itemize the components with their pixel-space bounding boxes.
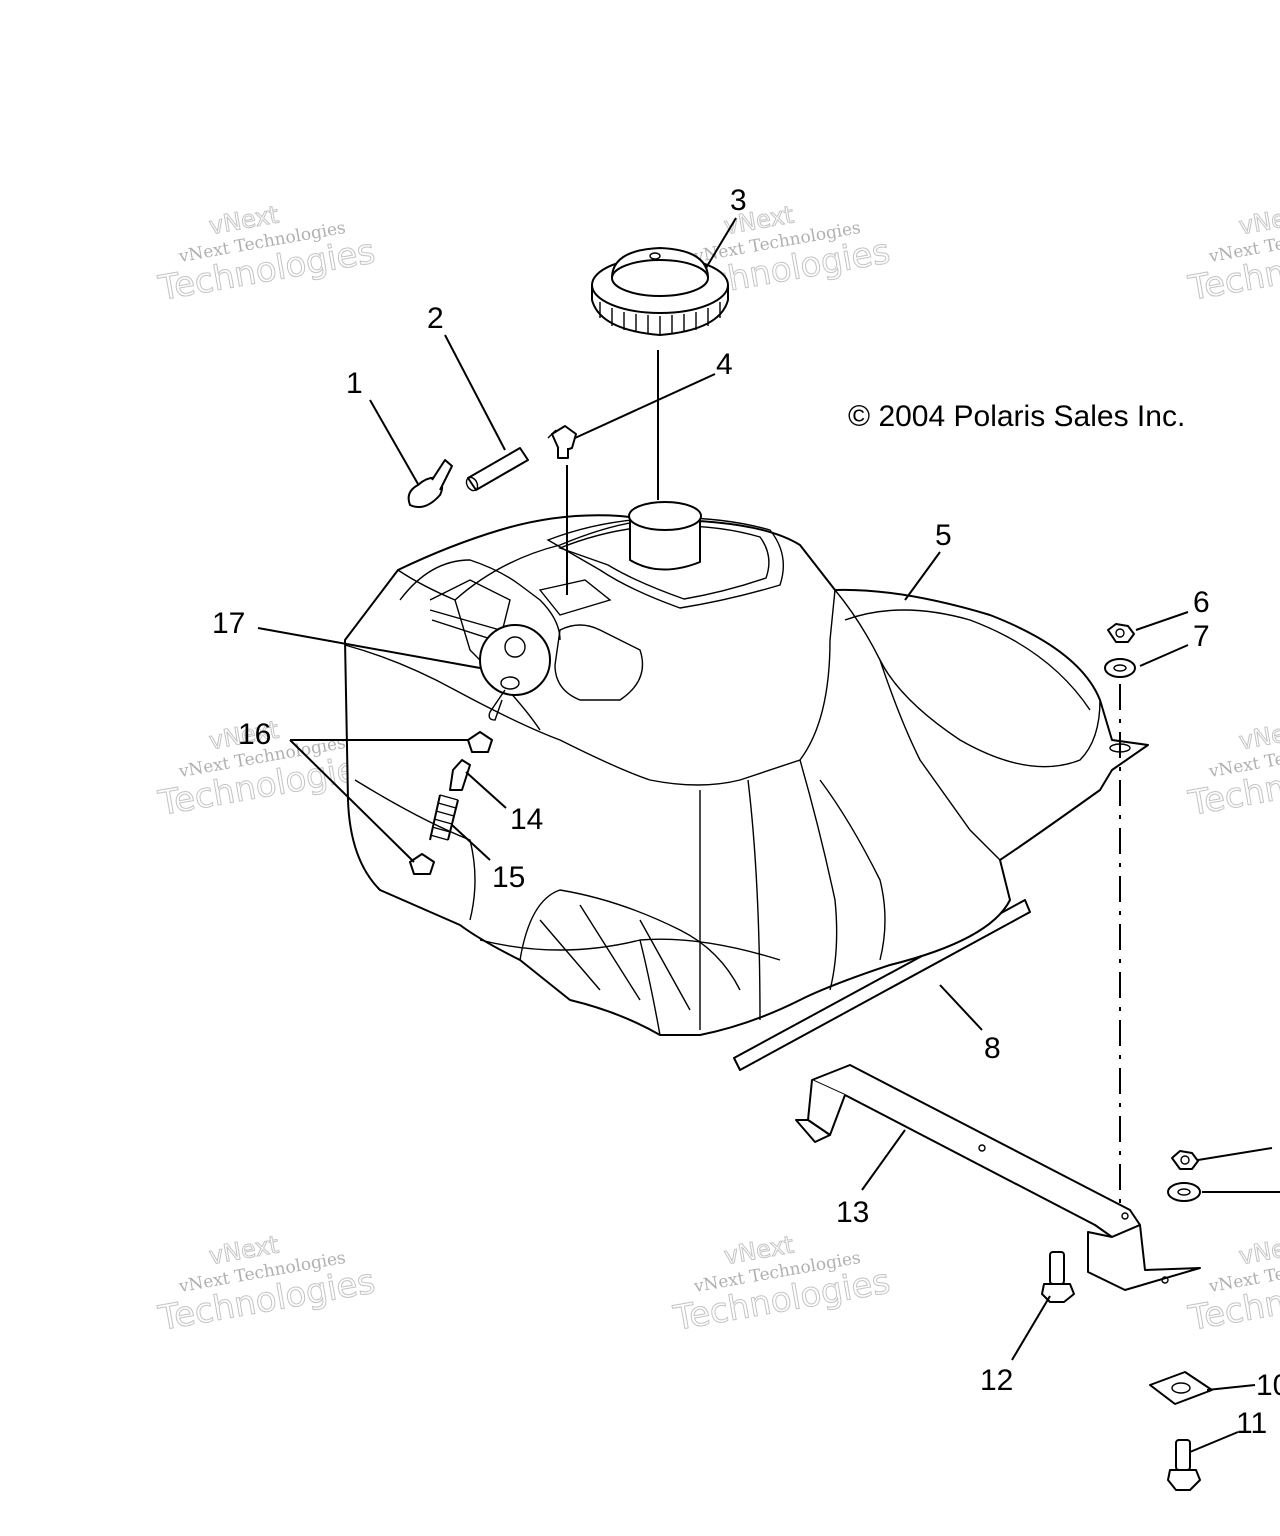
part-6-nut [1107,623,1135,643]
callout-13: 13 [836,1196,869,1229]
callout-10: 10 [1256,1369,1280,1402]
callout-4: 4 [716,348,733,381]
callout-5: 5 [935,519,952,552]
part-12-bolt [1041,1251,1075,1303]
part-1-clamp [407,459,453,508]
svg-text:vNext: vNext [1237,716,1280,756]
watermark-top-right: vNext vNext Technologies Technologies [1185,200,1280,309]
part-15-spring [429,794,459,841]
callout-1: 1 [346,367,363,400]
watermark-bottom-center: vNext vNext Technologies Technologies [670,1230,894,1339]
callout-7: 7 [1193,620,1210,653]
callout-12: 12 [980,1364,1013,1397]
part-13-bracket [795,1064,1201,1291]
watermark-top-left: vNext vNext Technologies Technologies [155,200,379,309]
watermark-top-center: vNext vNext Technologies Technologies [670,200,894,309]
callout-15: 15 [492,861,525,894]
svg-text:vNext: vNext [1237,1231,1280,1271]
callout-2: 2 [427,302,444,335]
svg-text:vNext: vNext [1237,201,1280,241]
part-16-clip-lower [409,853,435,875]
callout-16: 16 [238,718,271,751]
part-14-hose [449,759,471,791]
callout-17: 17 [212,607,245,640]
watermark-bottom-left: vNext vNext Technologies Technologies [155,1230,379,1339]
copyright-notice: © 2004 Polaris Sales Inc. [848,400,1185,433]
part-4-vent-fitting [547,425,577,459]
callout-11: 11 [1236,1407,1267,1440]
part-7-washer [1104,658,1136,678]
callout-6: 6 [1193,586,1210,619]
callout-3: 3 [730,184,747,217]
part-5-fuel-tank [344,501,1149,1036]
part-2-vent-hose [465,447,529,492]
callout-8: 8 [984,1032,1001,1065]
part-right-washer [1167,1182,1201,1202]
part-10-plate-washer [1149,1371,1213,1405]
part-right-nut [1171,1150,1199,1170]
leader-lines [257,217,1280,1453]
part-11-bolt [1167,1439,1201,1491]
callout-14: 14 [510,803,543,836]
part-16-clip-upper [467,731,493,753]
watermark-bottom-right: vNext vNext Technologies Technologies [1185,1230,1280,1339]
part-3-fuel-cap [591,247,729,336]
watermark-mid-right: vNext vNext Technologies Technologies [1185,715,1280,824]
